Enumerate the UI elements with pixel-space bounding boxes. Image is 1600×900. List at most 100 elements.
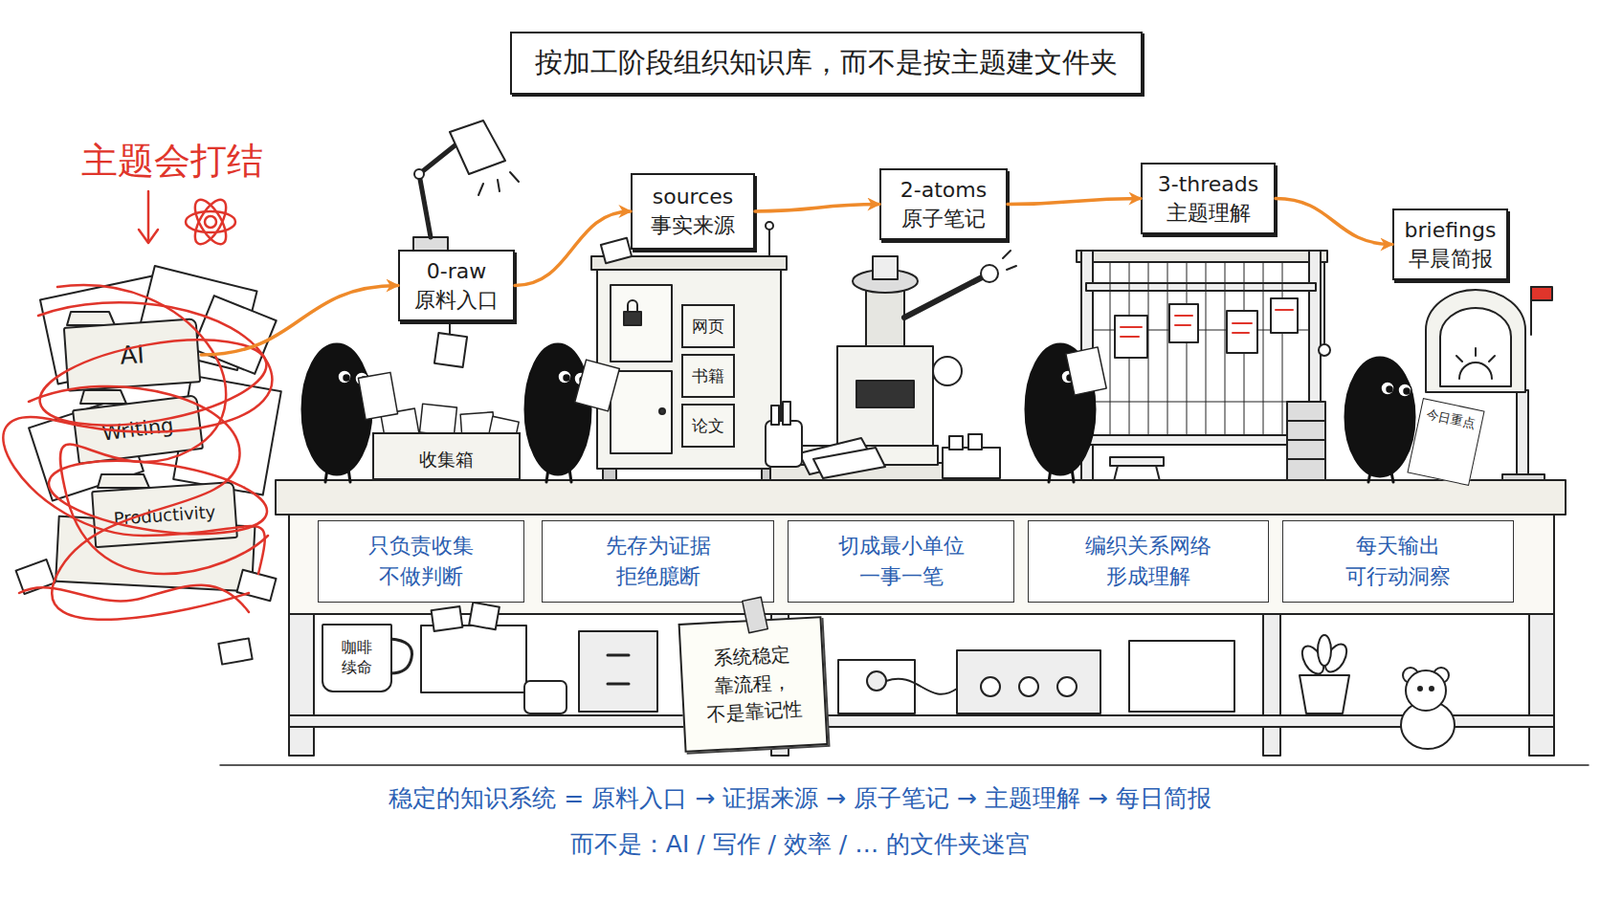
bear-eye	[1418, 687, 1423, 691]
knot-loop	[188, 195, 232, 249]
pendulum	[1323, 262, 1326, 345]
eye	[1061, 370, 1075, 384]
table-panel: 切成最小单位 一事一笔	[787, 520, 1015, 603]
node-heading: Writing	[100, 414, 175, 446]
table-panel: 每天输出 可行动洞察	[1282, 520, 1514, 603]
hanging-paper	[434, 333, 467, 368]
loom-bar	[1086, 435, 1316, 445]
lamp-base	[413, 237, 448, 251]
node-heading: briefings	[1404, 216, 1497, 245]
node-heading: 编织关系网络 形成理解	[1085, 531, 1212, 593]
bear-eye	[1429, 687, 1434, 691]
string	[448, 321, 451, 335]
leaf	[1320, 641, 1352, 677]
thread	[1263, 262, 1265, 436]
node-heading: Productivity	[112, 501, 217, 529]
press-cap	[852, 269, 918, 293]
press-column	[866, 288, 905, 347]
blob	[302, 344, 372, 475]
node-heading: 0-raw	[426, 257, 487, 287]
thread	[1092, 330, 1310, 332]
table-apron	[288, 514, 1555, 615]
handle	[607, 683, 629, 687]
node-text: 早晨简报	[1408, 244, 1493, 274]
leg	[1391, 472, 1394, 483]
tangled-yarn	[2, 285, 273, 621]
card-line	[1232, 332, 1249, 334]
paper	[1066, 347, 1107, 396]
folder-label: Productivity	[90, 481, 239, 549]
eye	[337, 370, 352, 384]
bear-ear	[1433, 667, 1449, 684]
loom-bar	[1086, 283, 1316, 291]
lamp-arm	[419, 143, 458, 238]
card	[949, 436, 963, 450]
press-window	[856, 380, 914, 408]
cabinet-door	[610, 371, 672, 454]
arrow-head	[138, 229, 158, 244]
plant-pot	[1299, 675, 1350, 714]
node-heading: 书籍	[691, 365, 725, 388]
sticky-note: 系统稳定 靠流程， 不是靠记性	[678, 616, 829, 754]
eye	[1380, 381, 1395, 396]
cabinet-drawer: 网页	[681, 304, 735, 349]
pupil	[1066, 375, 1073, 381]
antenna-tip	[765, 222, 774, 230]
node-text: 主题理解	[1166, 199, 1251, 228]
box	[1129, 641, 1235, 712]
node-text: 原子笔记	[901, 204, 986, 234]
paper	[192, 295, 276, 375]
sun	[1459, 362, 1492, 379]
thread-card	[1169, 304, 1199, 343]
press-body	[837, 346, 934, 446]
node-heading: 每天输出 可行动洞察	[1345, 531, 1451, 593]
table-leg	[1263, 612, 1281, 756]
table-panel: 编织关系网络 形成理解	[1027, 520, 1269, 603]
card-pot	[765, 421, 802, 467]
cabinet-leg	[602, 468, 617, 481]
flow-arrow	[514, 211, 631, 287]
loom-post	[1309, 250, 1321, 483]
card-line	[1120, 326, 1142, 329]
node-heading: 收集箱	[419, 447, 474, 473]
leg	[325, 468, 328, 483]
folder-pile	[16, 266, 282, 666]
caption-line: 而不是：AI / 写作 / 效率 / … 的文件夹迷宫	[0, 828, 1600, 861]
bear-body	[1400, 701, 1455, 750]
cabinet-door	[610, 285, 672, 362]
output-slip	[813, 447, 886, 479]
table-panel: 先存为证据 拒绝臆断	[541, 520, 775, 603]
leg	[1071, 468, 1074, 483]
desk-lamp	[413, 120, 519, 368]
loom-bar	[1076, 250, 1328, 263]
node-heading: 先存为证据 拒绝臆断	[605, 531, 712, 593]
press-lever	[904, 275, 986, 318]
sun-ray	[1488, 355, 1495, 362]
lever-knob	[980, 265, 999, 283]
press-top	[872, 256, 898, 280]
press-gear	[933, 356, 962, 386]
thread	[1148, 262, 1150, 436]
node-text: 原料入口	[414, 286, 499, 315]
thread-card	[1114, 315, 1148, 358]
table-shelf	[288, 715, 1555, 728]
knot-loop	[185, 211, 236, 233]
thread-card	[1270, 298, 1298, 334]
warp-threads	[1092, 262, 1310, 436]
paper	[16, 559, 56, 595]
node-heading: 2-atoms	[900, 176, 987, 205]
leg	[348, 468, 351, 483]
knot-icon	[138, 191, 236, 249]
padlock-shackle	[627, 300, 638, 312]
workbench	[220, 480, 1589, 766]
blob	[525, 344, 591, 475]
sun-ray	[1456, 355, 1463, 362]
lamp-shade	[449, 120, 506, 175]
table-leg	[1529, 514, 1555, 756]
pupil	[1403, 388, 1410, 395]
caption-line: 稳定的知识系统 = 原料入口 → 证据来源 → 原子笔记 → 主题理解 → 每日…	[0, 782, 1600, 815]
pendulum-bob	[1318, 344, 1331, 356]
paper	[420, 403, 458, 437]
stage-sign: sources事实来源	[630, 173, 756, 250]
antenna	[768, 229, 771, 257]
